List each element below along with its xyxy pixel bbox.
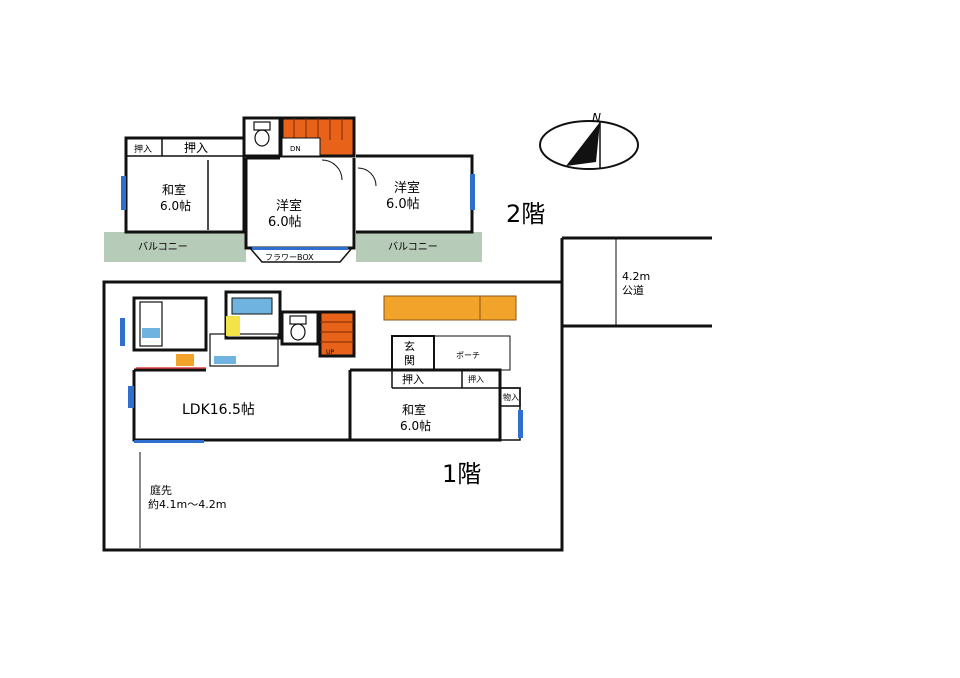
monoire-label: 物入: [503, 392, 519, 402]
up-label: UP: [326, 349, 334, 356]
genkan-label-2: 関: [404, 354, 415, 367]
oshiire-small-1f-label: 押入: [468, 374, 484, 384]
window-washitsu-2f: [121, 176, 126, 210]
balcony-left: [104, 232, 246, 262]
yoshitsu-a-size: 6.0帖: [268, 215, 302, 230]
oshiire-1f-label: 押入: [402, 372, 424, 386]
washitsu-1f-label: 和室: [402, 402, 426, 417]
yoshitsu-b-size: 6.0帖: [386, 197, 420, 212]
window-yoshitsu-b: [470, 174, 475, 210]
garden-label-2: 約4.1m〜4.2m: [148, 497, 226, 511]
garden-label-1: 庭先: [150, 483, 172, 497]
road-width-label: 4.2m: [622, 270, 650, 283]
washbasin: [214, 356, 236, 364]
yoshitsu-b-label: 洋室: [394, 180, 420, 196]
washitsu-2f-label: 和室: [162, 182, 186, 197]
kitchen-counter: [142, 328, 160, 338]
flower-box-label: フラワーBOX: [265, 253, 314, 262]
toilet-1f-icon: [289, 315, 307, 341]
parking-car: [383, 295, 517, 321]
genkan-label-1: 玄: [404, 339, 415, 353]
window-kitchen: [120, 318, 125, 346]
washitsu-2f-size: 6.0帖: [160, 198, 191, 213]
balcony-right: [356, 232, 482, 262]
oshiire-2f-label: 押入: [184, 141, 208, 155]
ldk-label: LDK16.5帖: [182, 402, 255, 418]
bathtub: [231, 297, 273, 315]
yoshitsu-a-label: 洋室: [276, 198, 302, 214]
floor-1-label: 1階: [442, 460, 481, 488]
lot-boundary: [102, 280, 564, 552]
washitsu-1f-size: 6.0帖: [400, 418, 431, 433]
oshiire-small-2f-label: 押入: [134, 143, 152, 155]
toilet-2f: [242, 116, 282, 158]
north-label: N: [592, 111, 601, 125]
balcony-left-label: バルコニー: [138, 241, 188, 253]
floor-2-label: 2階: [506, 200, 545, 228]
washroom-yellow: [226, 316, 240, 336]
balcony-right-label: バルコニー: [388, 241, 438, 253]
dn-label: DN: [290, 145, 301, 153]
road-name-label: 公道: [622, 283, 644, 297]
north-arrow-icon: [539, 120, 639, 170]
porch-label: ポーチ: [456, 351, 480, 360]
fridge: [176, 354, 194, 366]
window-washitsu-1f: [518, 410, 523, 438]
staircase-1f: [318, 310, 356, 358]
toilet-2f-icon: [253, 121, 271, 147]
